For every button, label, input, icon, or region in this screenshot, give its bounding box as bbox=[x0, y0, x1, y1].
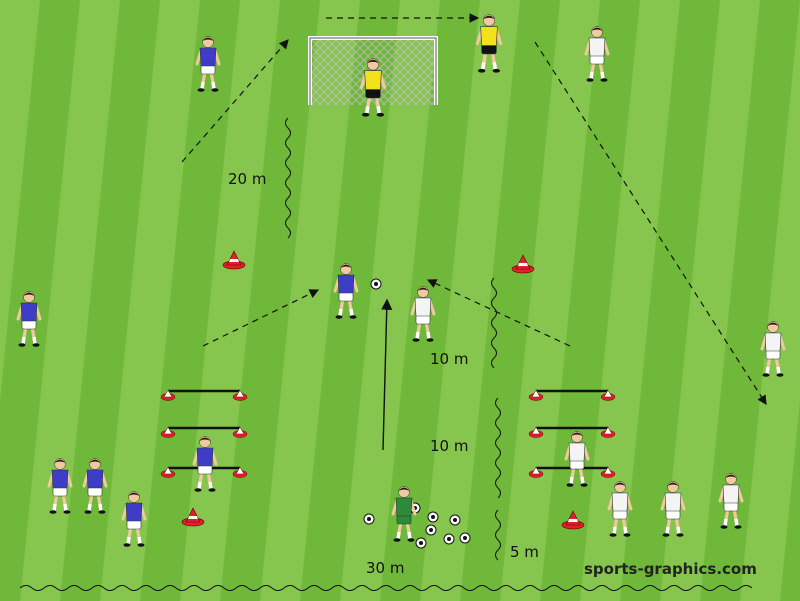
player-blue bbox=[47, 458, 73, 514]
grass-stripe bbox=[420, 0, 520, 601]
distance-marker-10m-bottom bbox=[495, 397, 501, 499]
hurdle-icon bbox=[528, 426, 616, 438]
ball-icon bbox=[449, 514, 461, 526]
goalkeeper-in-goal bbox=[359, 58, 387, 117]
player-white bbox=[660, 481, 686, 537]
cone-icon bbox=[222, 250, 246, 270]
ball-icon bbox=[363, 513, 375, 525]
player-blue bbox=[195, 36, 221, 92]
player-blue bbox=[16, 291, 42, 347]
label-5m: 5 m bbox=[510, 543, 539, 561]
grass-stripe bbox=[500, 0, 600, 601]
player-white bbox=[564, 431, 590, 487]
movement-arrows bbox=[181, 13, 767, 451]
ball-icon bbox=[443, 533, 455, 545]
players bbox=[16, 14, 786, 547]
credit-text: sports-graphics.com bbox=[584, 560, 757, 578]
player-white bbox=[760, 321, 786, 377]
cone-icon bbox=[181, 507, 205, 527]
ball-icon bbox=[415, 537, 427, 549]
player-blue-shooting bbox=[333, 263, 359, 319]
label-20m: 20 m bbox=[228, 170, 266, 188]
hurdle-icon bbox=[160, 389, 248, 401]
grass-stripe bbox=[0, 0, 40, 401]
grass-stripe bbox=[180, 0, 280, 601]
player-blue bbox=[82, 458, 108, 514]
grass-stripe bbox=[20, 0, 120, 601]
hurdle-icon bbox=[160, 426, 248, 438]
ball-icon bbox=[425, 524, 437, 536]
field-boundary-line bbox=[19, 585, 753, 591]
distance-marker-20m bbox=[285, 117, 291, 239]
grass-stripe bbox=[100, 0, 200, 601]
player-white bbox=[584, 26, 610, 82]
grass-stripe bbox=[660, 0, 760, 601]
cone-icon bbox=[561, 510, 585, 530]
ball-icon bbox=[427, 511, 439, 523]
player-white bbox=[607, 481, 633, 537]
distance-marker-10m-top bbox=[491, 277, 497, 369]
grass-stripe bbox=[260, 0, 360, 601]
label-30m: 30 m bbox=[366, 559, 404, 577]
player-white-defending bbox=[410, 286, 436, 342]
grass-stripe bbox=[740, 0, 800, 601]
player-blue bbox=[121, 491, 147, 547]
distance-marker-5m bbox=[495, 509, 501, 561]
goalkeeper-waiting bbox=[475, 14, 503, 73]
balls bbox=[363, 278, 471, 549]
coach-passer bbox=[391, 486, 417, 542]
ball-icon bbox=[459, 532, 471, 544]
player-white bbox=[718, 473, 744, 529]
player-blue bbox=[192, 436, 218, 492]
grass-stripe bbox=[580, 0, 680, 601]
ball-icon bbox=[370, 278, 382, 290]
label-10m-top: 10 m bbox=[430, 350, 468, 368]
hurdle-icon bbox=[528, 389, 616, 401]
cones bbox=[181, 250, 585, 530]
label-10m-bottom: 10 m bbox=[430, 437, 468, 455]
cone-icon bbox=[511, 254, 535, 274]
hurdles bbox=[160, 389, 616, 478]
